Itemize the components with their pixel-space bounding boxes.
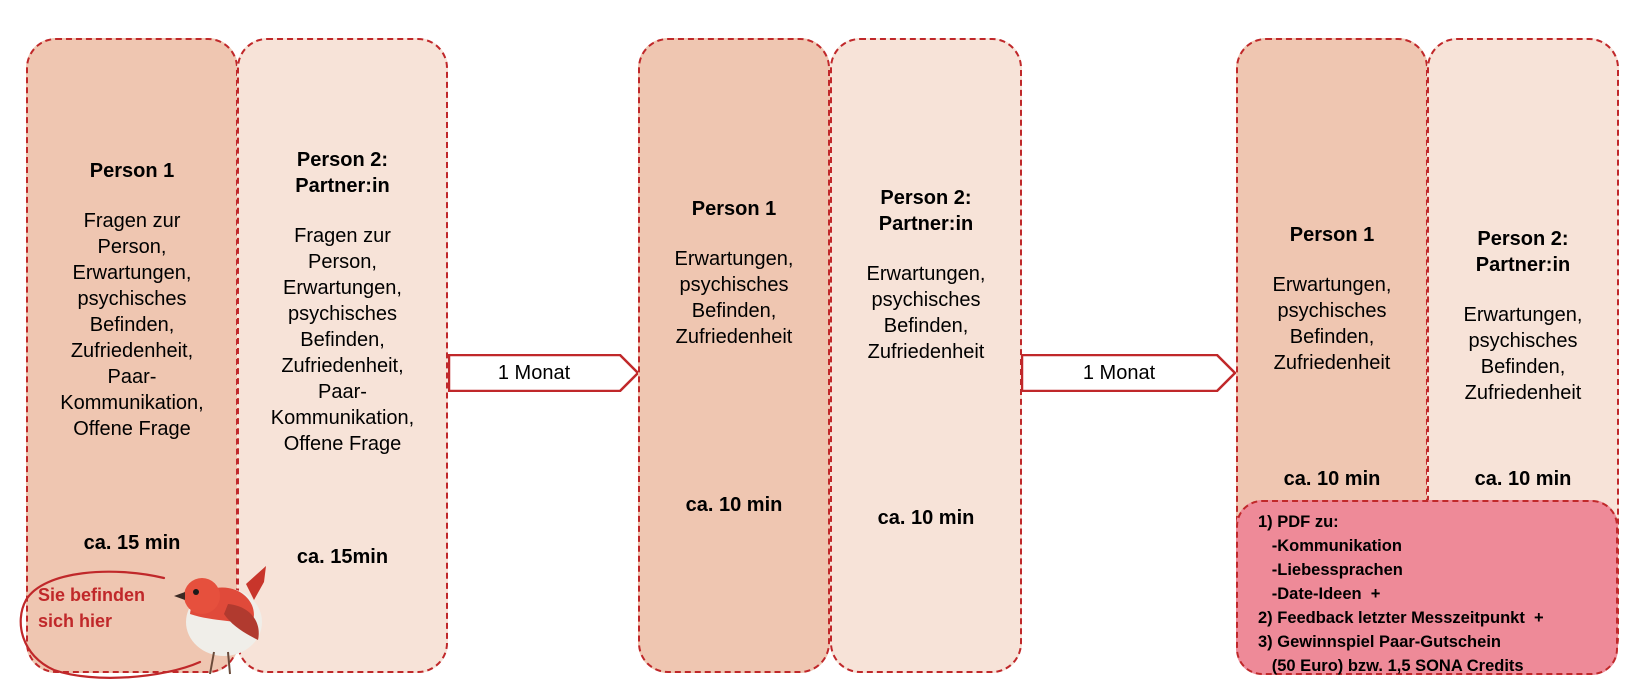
you-are-here-marker bbox=[19, 566, 266, 679]
info-line: -Liebessprachen bbox=[1258, 561, 1403, 579]
info-line: 1) PDF zu: bbox=[1258, 513, 1339, 531]
timeline-arrow-2: 1 Monat bbox=[1021, 354, 1237, 392]
info-line: -Date-Ideen + bbox=[1258, 585, 1381, 603]
card-duration: ca. 10 min bbox=[1283, 468, 1381, 490]
card-duration: ca. 10 min bbox=[685, 494, 783, 516]
card-duration: ca. 10 min bbox=[877, 507, 975, 529]
robin-bird-icon bbox=[174, 566, 266, 675]
card-title: Person 1 bbox=[89, 160, 175, 182]
info-line: 2) Feedback letzter Messzeitpunkt + bbox=[1258, 609, 1544, 627]
you-are-here-label: Sie befinden sich hier bbox=[38, 585, 146, 631]
card-title: Person 1 bbox=[1289, 224, 1375, 246]
info-line: -Kommunikation bbox=[1258, 537, 1402, 555]
card-title: Person 1 bbox=[691, 198, 777, 220]
card-duration: ca. 15 min bbox=[83, 532, 181, 554]
card-title: Person 2: Partner:in bbox=[1475, 228, 1571, 276]
bonus-info-box: 1) PDF zu: -Kommunikation -Liebessprache… bbox=[1236, 500, 1618, 675]
hand-drawn-ellipse bbox=[19, 570, 202, 679]
arrow-shape bbox=[448, 354, 640, 392]
arrow-label: 1 Monat bbox=[1082, 361, 1156, 384]
arrow-shape bbox=[1021, 354, 1237, 392]
card-duration: ca. 15min bbox=[296, 546, 389, 568]
card-title: Person 2: Partner:in bbox=[295, 149, 390, 197]
arrow-label: 1 Monat bbox=[497, 361, 571, 384]
card-duration: ca. 10 min bbox=[1474, 468, 1572, 490]
info-line: (50 Euro) bzw. 1,5 SONA Credits bbox=[1258, 657, 1524, 675]
info-line: 3) Gewinnspiel Paar-Gutschein bbox=[1258, 633, 1501, 651]
stage2-person2-card: Person 2: Partner:in Erwartungen,psychis… bbox=[830, 38, 1022, 673]
card-title: Person 2: Partner:in bbox=[878, 187, 974, 235]
timeline-arrow-1: 1 Monat bbox=[448, 354, 640, 392]
